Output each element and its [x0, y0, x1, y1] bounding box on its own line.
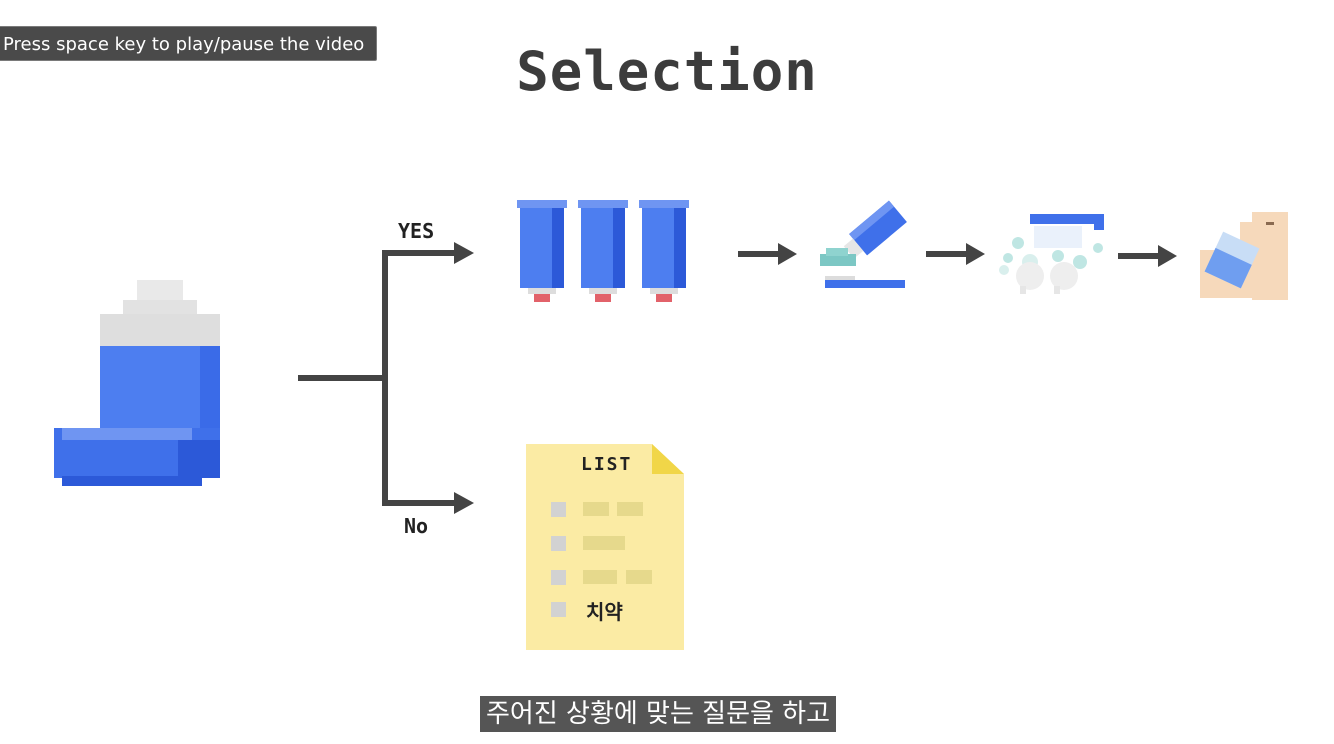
list-item-text: 치약 — [586, 600, 623, 624]
cap-icon — [578, 200, 628, 302]
no-branch-label: No — [404, 514, 429, 538]
process-arrow — [926, 243, 985, 265]
bubbles-icon — [999, 214, 1104, 294]
branch-connector — [298, 242, 474, 514]
checklist-icon — [526, 444, 684, 650]
list-card-title: LIST — [581, 454, 633, 475]
yes-branch-label: YES — [398, 219, 435, 243]
video-subtitle: 주어진 상황에 맞는 질문을 하고 — [480, 696, 837, 732]
cap-icon — [517, 200, 567, 302]
cap-icon — [639, 200, 689, 302]
toothpaste-icon — [820, 200, 907, 288]
process-arrow — [738, 243, 797, 265]
drinking-water-icon — [1200, 212, 1288, 300]
inhaler-icon — [54, 280, 220, 486]
video-tooltip: Press space key to play/pause the video — [0, 26, 378, 61]
slide-title: Selection — [516, 40, 818, 103]
process-arrow — [1118, 245, 1177, 267]
